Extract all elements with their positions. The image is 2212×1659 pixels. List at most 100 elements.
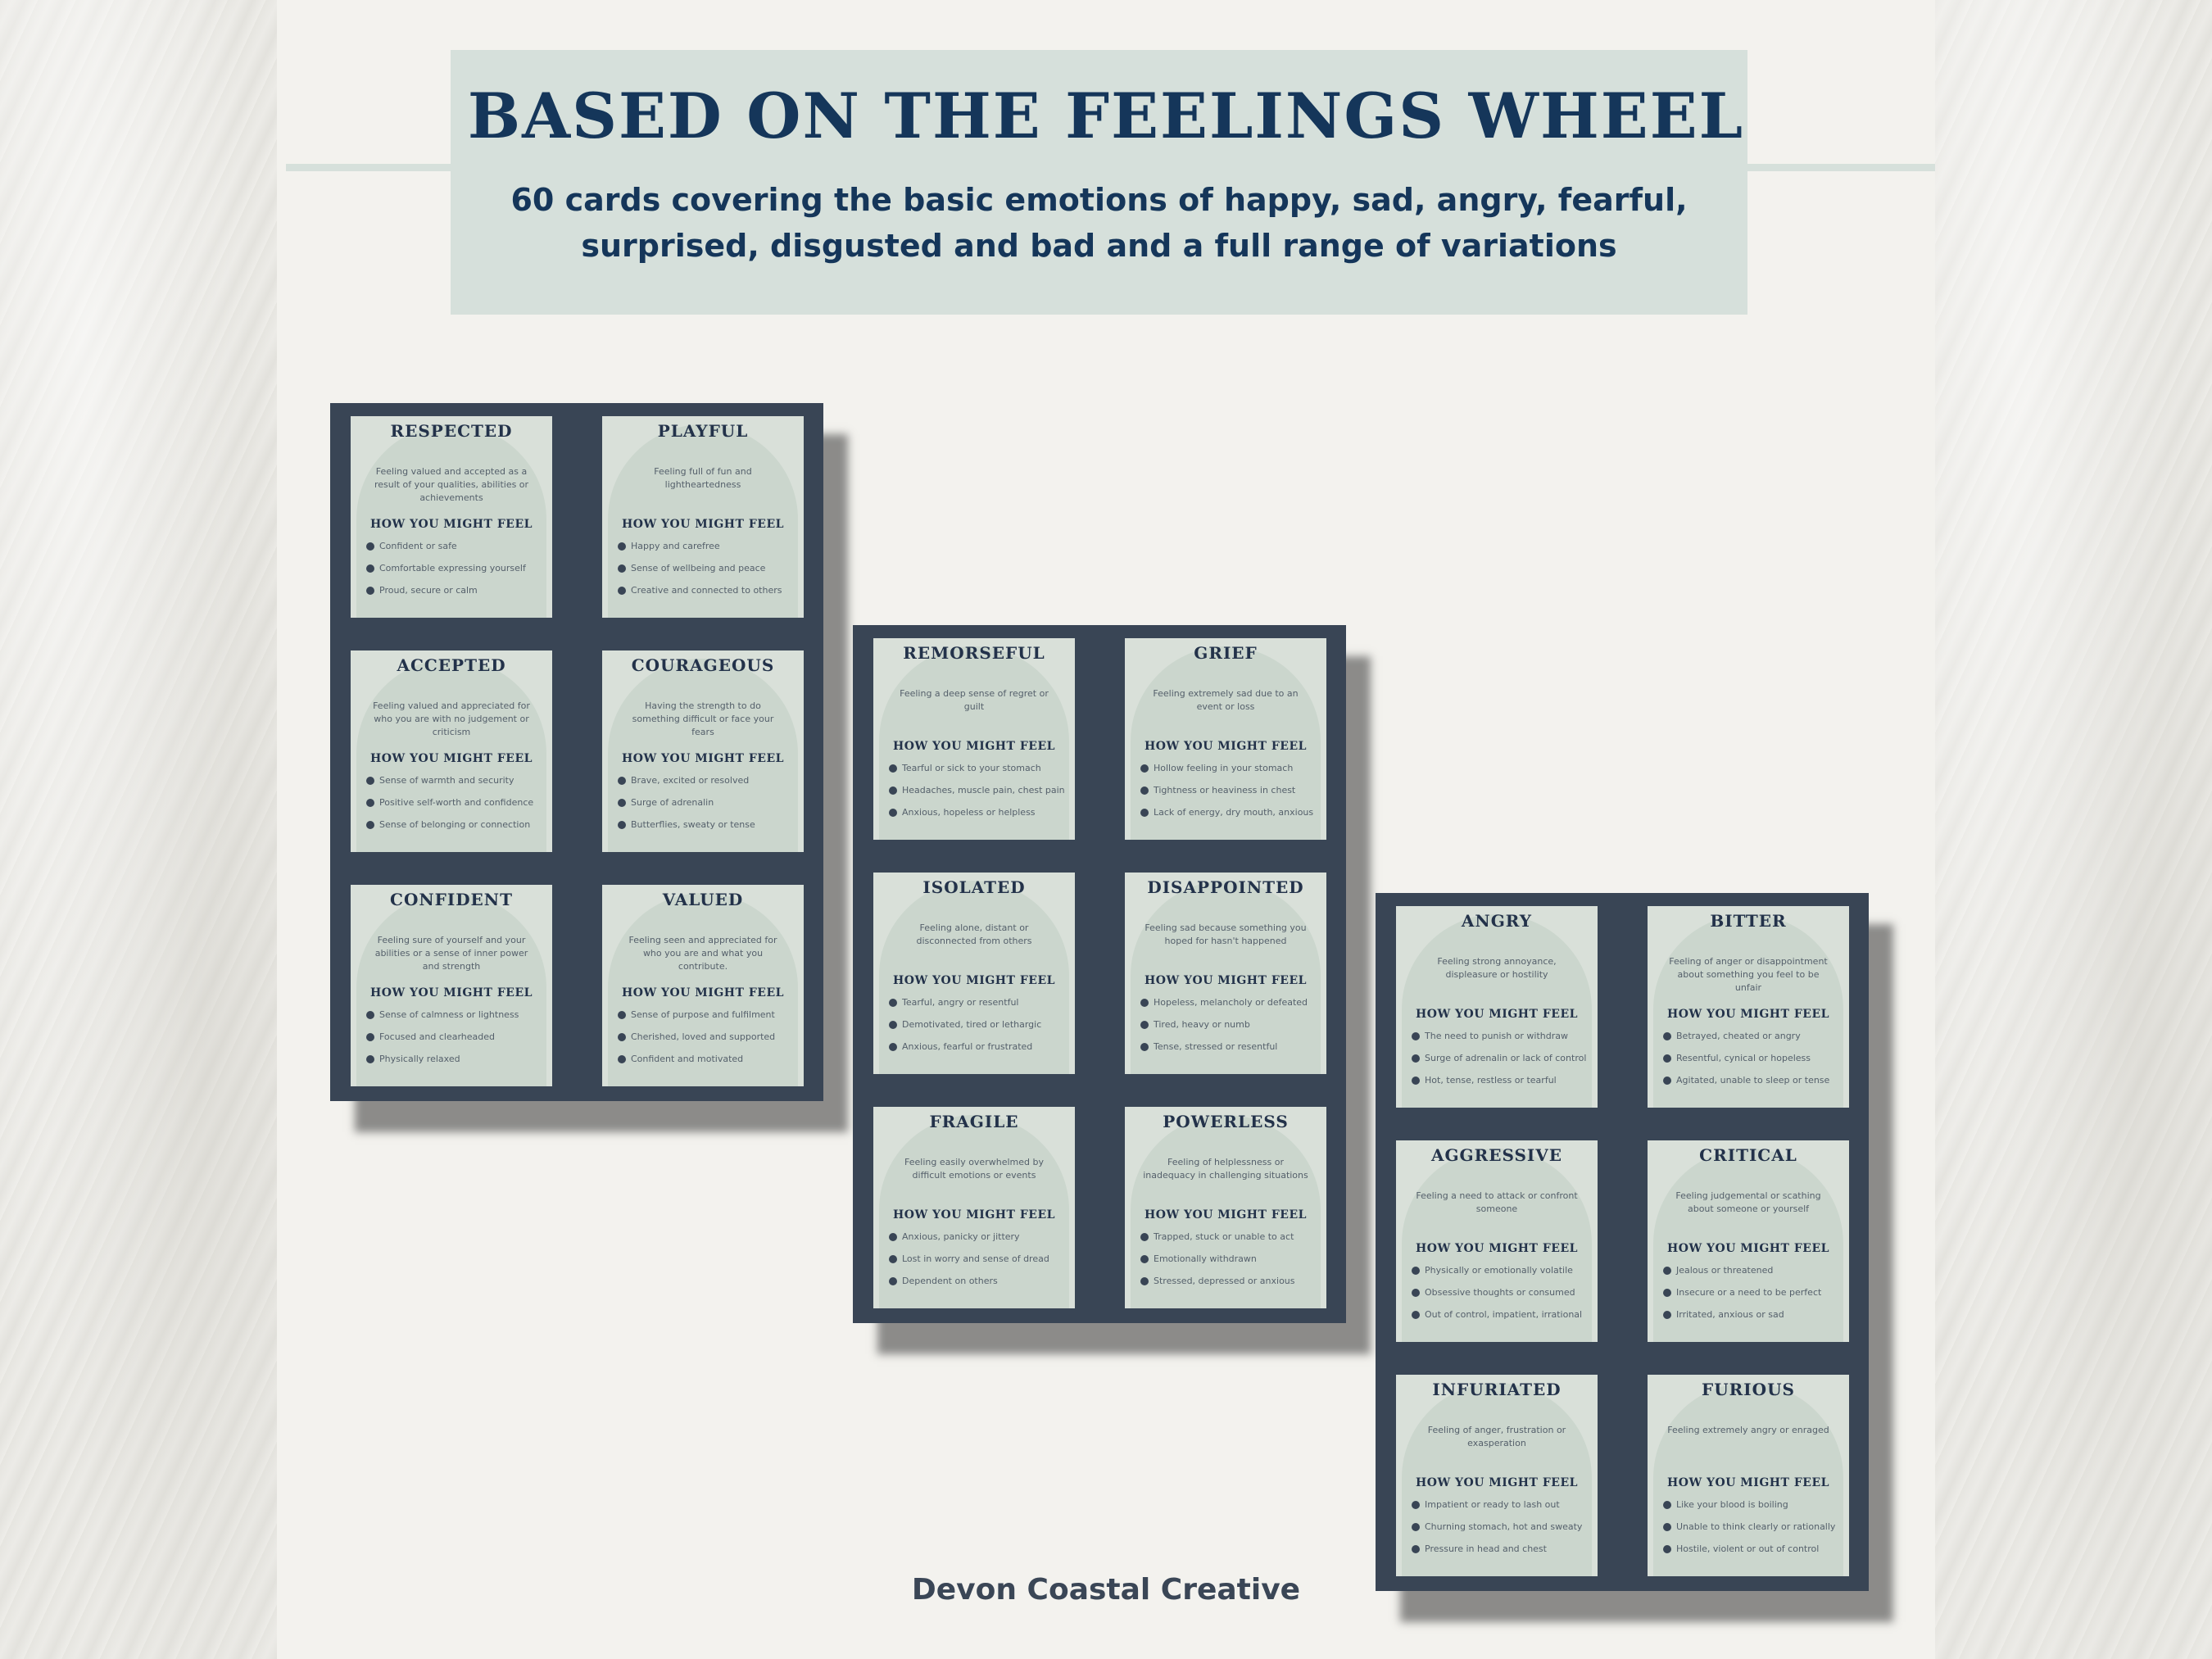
card-arch-background	[879, 881, 1069, 1074]
card-arch-background	[1402, 914, 1592, 1108]
list-item: Dependent on others	[888, 1276, 1070, 1298]
divider-line-right	[1737, 164, 1935, 171]
list-item: Tearful, angry or resentful	[888, 997, 1070, 1019]
header-banner	[451, 50, 1747, 315]
card-title: VALUED	[662, 890, 744, 909]
card-how-heading: HOW YOU MIGHT FEEL	[622, 518, 784, 531]
list-item: Demotivated, tired or lethargic	[888, 1019, 1070, 1041]
list-item: Irritated, anxious or sad	[1662, 1309, 1844, 1331]
card-arch-background	[879, 646, 1069, 840]
list-item: Focused and clearheaded	[365, 1031, 547, 1054]
list-item: Physically relaxed	[365, 1054, 547, 1076]
card-title: CRITICAL	[1699, 1145, 1797, 1165]
card-how-heading: HOW YOU MIGHT FEEL	[1416, 1242, 1578, 1255]
card-title: FRAGILE	[929, 1112, 1019, 1131]
card-how-heading: HOW YOU MIGHT FEEL	[893, 740, 1055, 753]
card-description: Feeling judgemental or scathing about so…	[1675, 1190, 1821, 1214]
card-title: BITTER	[1710, 911, 1787, 931]
list-item: Brave, excited or resolved	[617, 775, 799, 797]
card-how-heading: HOW YOU MIGHT FEEL	[1416, 1476, 1578, 1489]
emotion-card: CRITICAL Feeling judgemental or scathing …	[1648, 1140, 1849, 1342]
card-description: Feeling of anger or disappointment about…	[1669, 956, 1828, 993]
card-title: ISOLATED	[922, 877, 1026, 897]
list-item: Hopeless, melancholy or defeated	[1140, 997, 1321, 1019]
card-description: Having the strength to do something diff…	[632, 700, 774, 737]
card-how-heading: HOW YOU MIGHT FEEL	[1667, 1242, 1829, 1255]
card-how-heading: HOW YOU MIGHT FEEL	[622, 986, 784, 999]
list-item: Jealous or threatened	[1662, 1265, 1844, 1287]
list-item: Proud, secure or calm	[365, 585, 547, 607]
list-item: Stressed, depressed or anxious	[1140, 1276, 1321, 1298]
card-arch-background	[1131, 881, 1321, 1074]
list-item: Like your blood is boiling	[1662, 1499, 1844, 1521]
list-item: Resentful, cynical or hopeless	[1662, 1053, 1844, 1075]
card-how-heading: HOW YOU MIGHT FEEL	[1667, 1476, 1829, 1489]
list-item: Emotionally withdrawn	[1140, 1253, 1321, 1276]
card-how-heading: HOW YOU MIGHT FEEL	[1416, 1008, 1578, 1021]
card-arch-background	[608, 893, 798, 1086]
textured-background-left	[0, 0, 277, 1659]
page-subtitle: 60 cards covering the basic emotions of …	[510, 182, 1688, 264]
list-item: Insecure or a need to be perfect	[1662, 1287, 1844, 1309]
emotion-card: AGGRESSIVE Feeling a need to attack or co…	[1396, 1140, 1598, 1342]
card-how-heading: HOW YOU MIGHT FEEL	[370, 518, 533, 531]
list-item: Creative and connected to others	[617, 585, 799, 607]
card-title: POWERLESS	[1163, 1112, 1289, 1131]
list-item: Betrayed, cheated or angry	[1662, 1031, 1844, 1053]
card-description: Feeling a need to attack or confront som…	[1416, 1190, 1578, 1214]
card-arch-background	[608, 424, 798, 618]
list-item: Sense of wellbeing and peace	[617, 563, 799, 585]
list-item: Physically or emotionally volatile	[1411, 1265, 1593, 1287]
card-title: CONFIDENT	[390, 890, 513, 909]
card-title: GRIEF	[1194, 643, 1258, 663]
list-item: Hostile, violent or out of control	[1662, 1543, 1844, 1566]
card-title: AGGRESSIVE	[1430, 1145, 1563, 1165]
emotion-card: POWERLESS Feeling of helplessness or inad…	[1125, 1107, 1326, 1308]
card-arch-background	[1653, 1149, 1843, 1342]
card-how-heading: HOW YOU MIGHT FEEL	[893, 1208, 1055, 1222]
card-description: Feeling of anger, frustration or exasper…	[1427, 1425, 1566, 1448]
list-item: Sense of belonging or connection	[365, 819, 547, 841]
list-item: Agitated, unable to sleep or tense	[1662, 1075, 1844, 1097]
card-arch-background	[1131, 1115, 1321, 1308]
card-description: Feeling a deep sense of regret or guilt	[900, 688, 1049, 712]
list-item: Lost in worry and sense of dread	[888, 1253, 1070, 1276]
list-item: Butterflies, sweaty or tense	[617, 819, 799, 841]
card-description: Feeling sad because something you hoped …	[1145, 922, 1307, 946]
textured-background-right	[1935, 0, 2212, 1659]
card-description: Feeling valued and accepted as a result …	[374, 466, 529, 503]
list-item: Hot, tense, restless or tearful	[1411, 1075, 1593, 1097]
list-item: Happy and carefree	[617, 541, 799, 563]
card-how-heading: HOW YOU MIGHT FEEL	[370, 986, 533, 999]
card-how-heading: HOW YOU MIGHT FEEL	[1145, 974, 1307, 987]
card-description: Feeling strong annoyance, displeasure or…	[1437, 956, 1557, 980]
card-description: Feeling of helplessness or inadequacy in…	[1143, 1157, 1308, 1181]
list-item: Hollow feeling in your stomach	[1140, 763, 1321, 785]
card-arch-background	[1402, 1383, 1592, 1576]
card-title: REMORSEFUL	[903, 643, 1045, 663]
list-item: Tearful or sick to your stomach	[888, 763, 1070, 785]
card-title: FURIOUS	[1702, 1380, 1795, 1399]
card-arch-background	[1402, 1149, 1592, 1342]
card-arch-background	[356, 424, 546, 618]
list-item: Tightness or heaviness in chest	[1140, 785, 1321, 807]
list-item: Anxious, panicky or jittery	[888, 1231, 1070, 1253]
